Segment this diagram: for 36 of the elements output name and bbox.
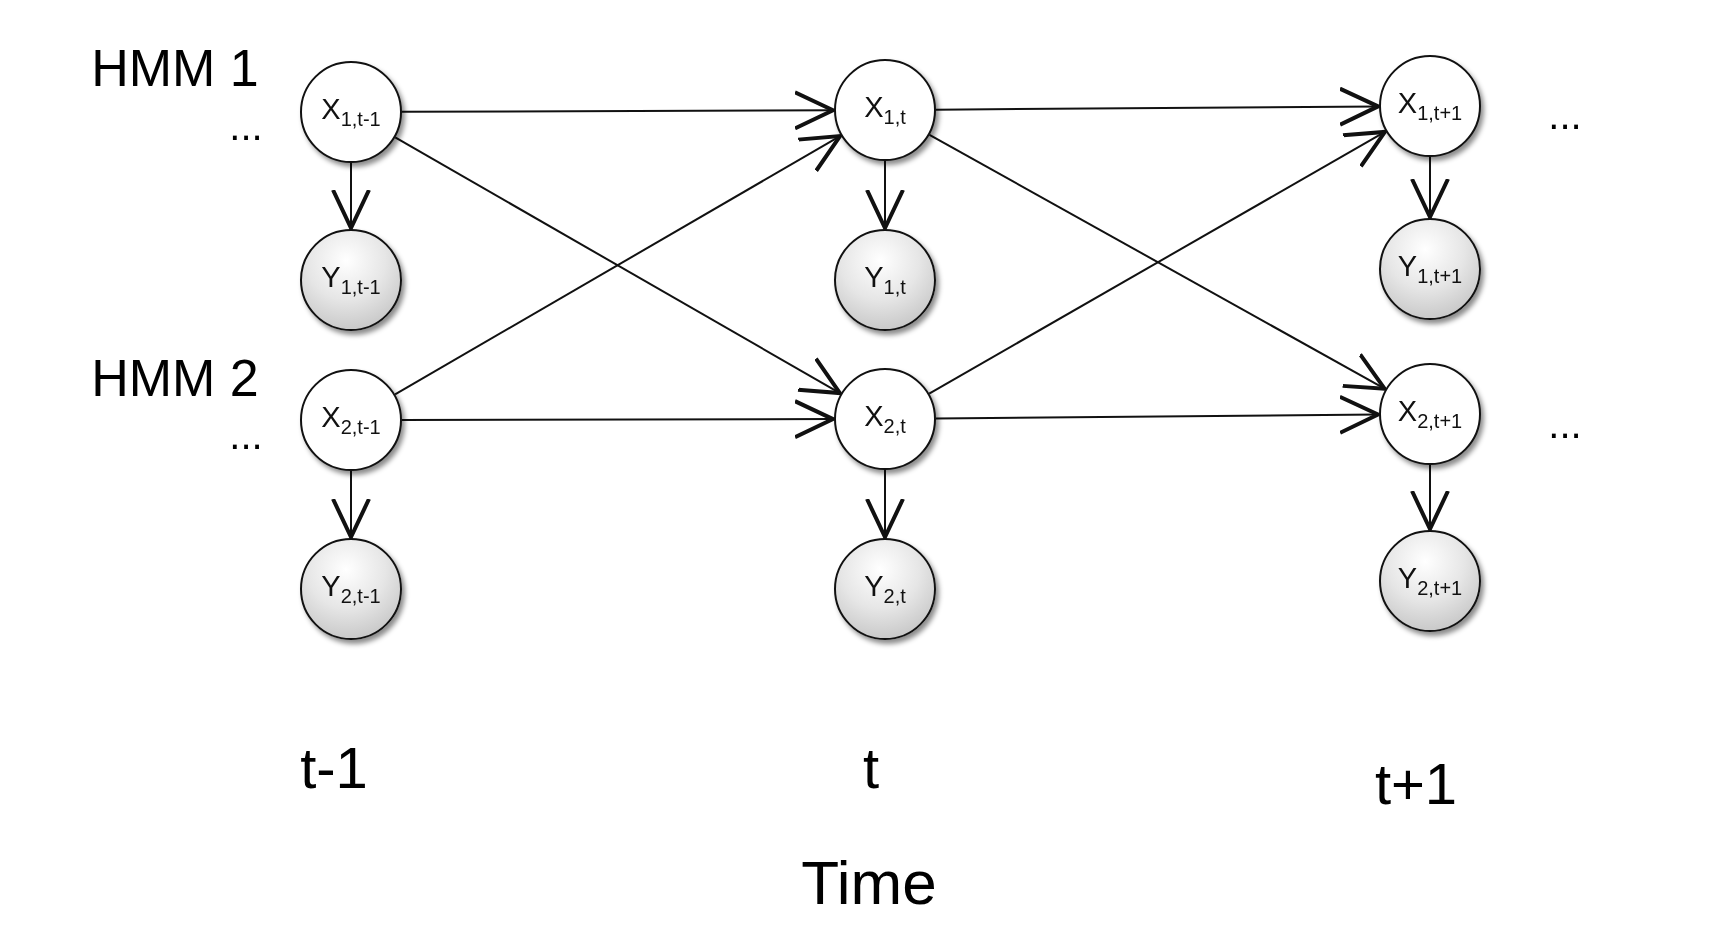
axis-title: Time (801, 846, 937, 918)
ellipsis: ... (1548, 401, 1582, 447)
node-label: Y$_{1,t+1}$ (1397, 250, 1463, 288)
node-label: X$_{2,t}$ (864, 400, 906, 438)
ellipsis: ... (229, 412, 263, 458)
ellipsis: ... (1548, 92, 1582, 138)
node-label: X$_{1,t+1}$ (1397, 87, 1463, 125)
arrow (331, 470, 371, 539)
hidden-state-node (1379, 363, 1481, 465)
arrow (401, 90, 835, 131)
ellipsis: ... (229, 103, 263, 149)
node-label: Y$_{1,t-1}$ (321, 261, 381, 299)
arrow (331, 162, 371, 230)
node-label: X$_{2,t+1}$ (1397, 395, 1463, 433)
hidden-state-node (834, 368, 936, 470)
arrow (1410, 464, 1450, 531)
node-label: Y$_{1,t}$ (864, 261, 906, 299)
time-step-label: t (862, 733, 880, 801)
chain-label: HMM 2 (91, 348, 259, 408)
time-step-label: t-1 (300, 733, 368, 801)
hidden-state-node (1379, 55, 1481, 157)
arrow (935, 86, 1380, 127)
arrow (935, 394, 1380, 435)
arrow (1410, 156, 1450, 219)
node-label: X$_{1,t-1}$ (321, 93, 381, 131)
node-label: Y$_{2,t+1}$ (1397, 562, 1463, 600)
node-label: Y$_{2,t}$ (864, 570, 906, 608)
chain-label: HMM 1 (91, 38, 259, 98)
node-label: X$_{1,t}$ (864, 91, 906, 129)
arrow (865, 469, 905, 539)
node-label: X$_{2,t-1}$ (321, 401, 381, 439)
node-label: Y$_{2,t-1}$ (321, 570, 381, 608)
hidden-state-node (834, 59, 936, 161)
arrow (865, 160, 905, 230)
time-step-label: t+1 (1374, 749, 1458, 817)
arrow (401, 399, 835, 440)
